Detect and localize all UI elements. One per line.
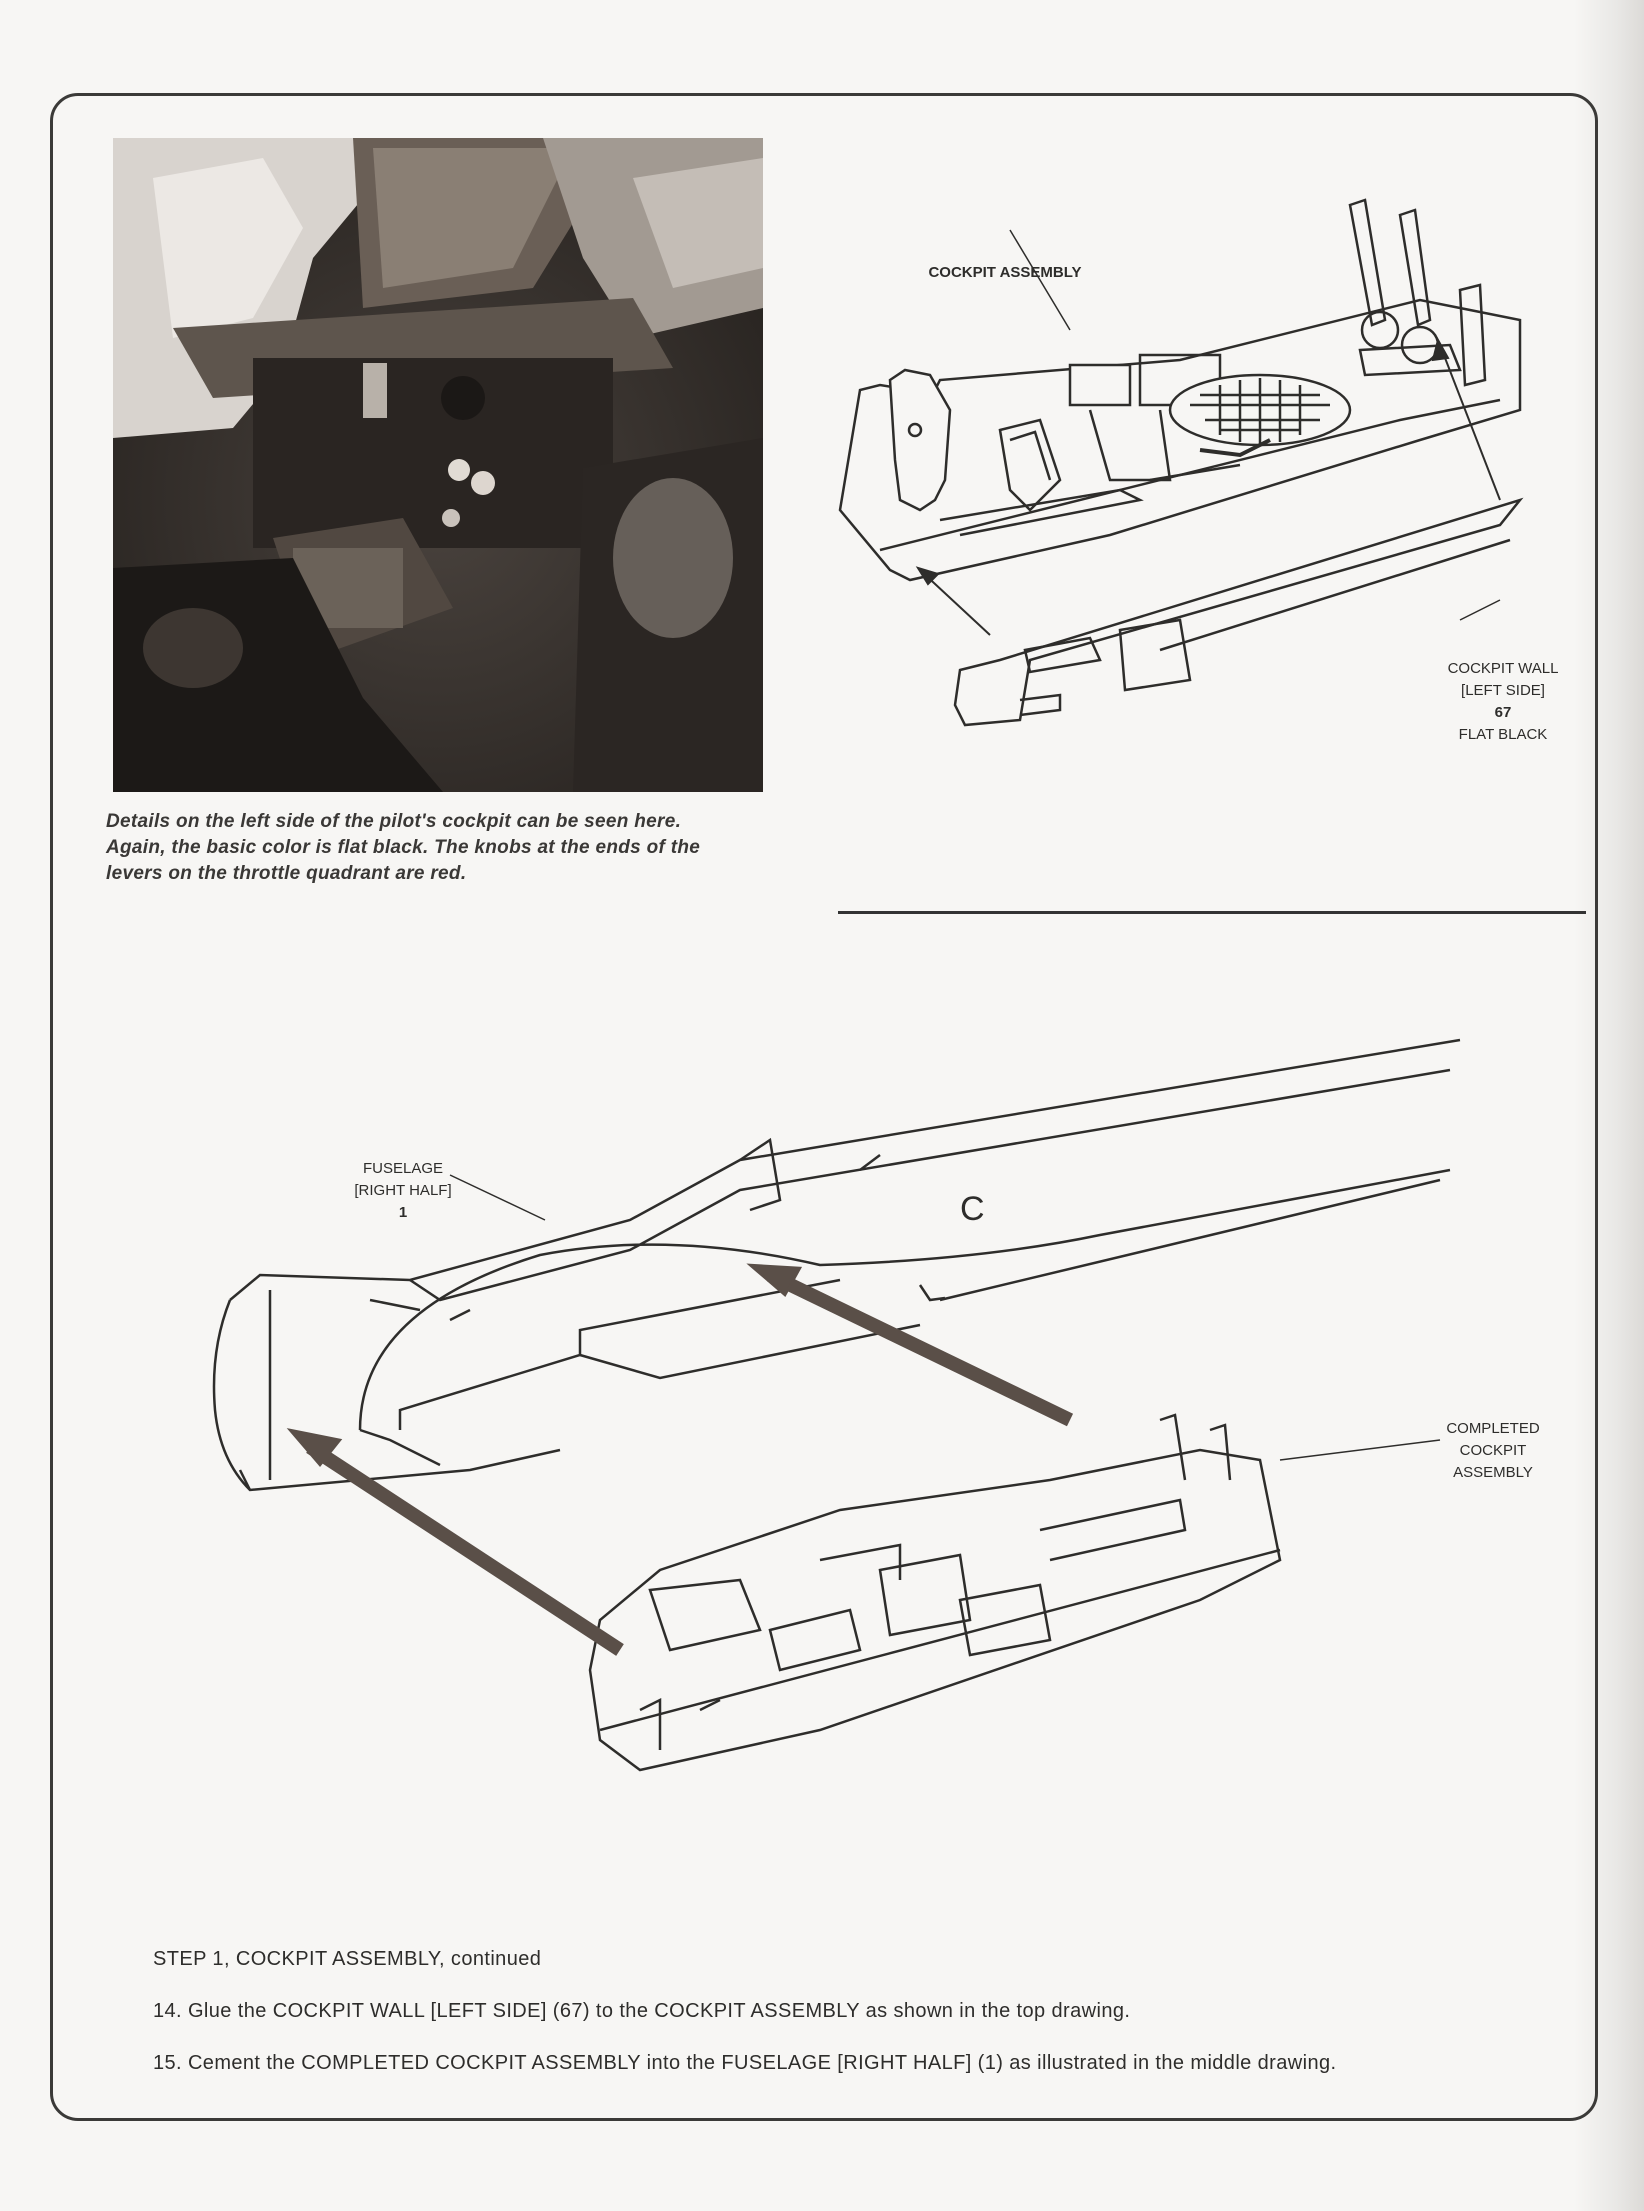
caption-line: levers on the throttle quadrant are red. (106, 863, 467, 884)
label-text: COCKPIT (1459, 1442, 1527, 1459)
caption-line: Again, the basic color is flat black. Th… (106, 837, 701, 858)
photo-caption: Details on the left side of the pilot's … (106, 809, 786, 887)
fuselage-mark: C (960, 1190, 985, 1228)
label-text: 1 (398, 1204, 408, 1221)
step-15: 15. Cement the COMPLETED COCKPIT ASSEMBL… (153, 2052, 1337, 2074)
page-edge-shadow (1574, 0, 1644, 2211)
control-sticks (1348, 198, 1462, 377)
label-text: FLAT BLACK (1458, 726, 1548, 743)
caption-line: Details on the left side of the pilot's … (106, 811, 682, 832)
label-text: [RIGHT HALF] (354, 1182, 452, 1199)
label-text: COCKPIT ASSEMBLY (928, 264, 1082, 281)
instrument-bulkhead (888, 368, 952, 512)
fuselage-label: FUSELAGE [RIGHT HALF] 1 (328, 1158, 478, 1224)
step-14: 14. Glue the COCKPIT WALL [LEFT SIDE] (6… (153, 2000, 1131, 2022)
assembly-arrow (915, 566, 991, 636)
completed-assembly-label: COMPLETED COCKPIT ASSEMBLY (1418, 1418, 1568, 1484)
pilot-seat (998, 418, 1062, 512)
install-arrow (286, 1428, 624, 1656)
label-text: 67 (1494, 704, 1512, 721)
step-heading: STEP 1, COCKPIT ASSEMBLY, continued (153, 1948, 542, 1970)
label-text: COCKPIT WALL (1447, 660, 1559, 677)
cockpit-assembly-label: COCKPIT ASSEMBLY (900, 262, 1110, 284)
cockpit-wall-drawing (838, 198, 1524, 727)
grid-pad (1168, 373, 1352, 447)
label-text: [LEFT SIDE] (1461, 682, 1545, 699)
label-text: COMPLETED (1446, 1420, 1540, 1437)
cockpit-photo-image (113, 138, 763, 792)
label-text: FUSELAGE (362, 1160, 444, 1177)
fuselage-right-half: C (212, 1038, 1461, 1492)
assembly-arrow (1431, 337, 1501, 501)
page-frame (50, 93, 1598, 2121)
section-divider (838, 911, 1586, 914)
label-text: ASSEMBLY (1453, 1464, 1533, 1481)
rear-bulkhead (1458, 283, 1487, 387)
cockpit-wall-label: COCKPIT WALL [LEFT SIDE] 67 FLAT BLACK (1418, 658, 1588, 746)
fuselage-drawing: C (212, 1038, 1461, 1772)
cockpit-photo (113, 138, 763, 792)
cockpit-tub-floor (879, 398, 1501, 552)
cockpit-wall-part (953, 497, 1524, 727)
completed-cockpit-assembly (588, 1413, 1282, 1772)
install-arrow (746, 1263, 1074, 1427)
